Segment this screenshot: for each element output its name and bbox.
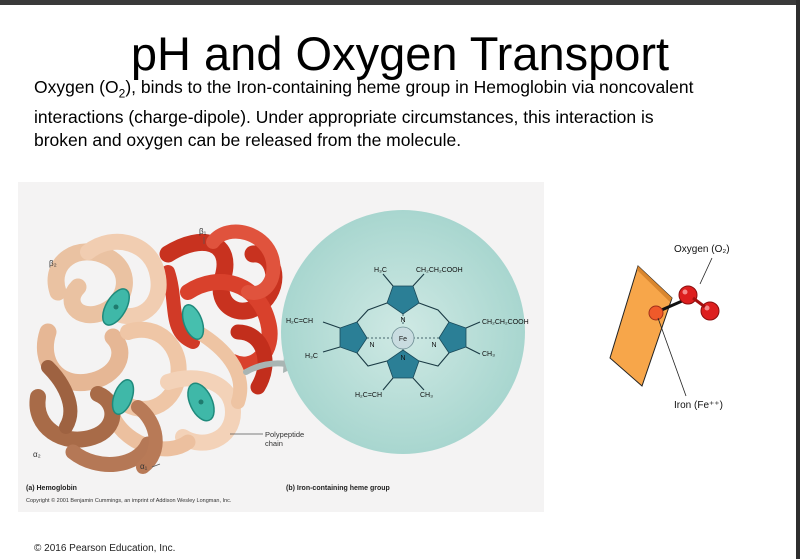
heme-top-right: CH₂CH₂COOH [416,267,463,274]
oxygen-subscript: 2 [118,86,126,101]
heme-bottom-left: H₂C=CH [355,392,382,399]
heme-left-upper: H₂C=CH [286,318,313,325]
top-border [0,0,800,5]
oxygen-label: Oxygen (O₂) [674,244,730,255]
paragraph-line-3: broken and oxygen can be released from t… [34,129,462,150]
figure-copyright: Copyright © 2001 Benjamin Cummings, an i… [26,497,232,504]
heme-fe-label: Fe [399,336,407,343]
heme-n-left: N [369,342,374,349]
heme-right-upper: CH₂CH₂COOH [482,319,529,326]
hemoglobin-figure-graphic: β₁ β₂ α₂ α₁ Polypeptide chain [26,210,529,504]
polypeptide-label-line2: chain [265,439,283,448]
paragraph-line-1: Oxygen (O2), binds to the Iron-containin… [34,76,786,106]
oxygen-binding-graphic: Oxygen (O₂) Iron (Fe⁺⁺) [609,244,730,411]
heme-top-left: H₃C [374,267,387,274]
right-border [796,0,800,559]
beta2-label: β₂ [49,259,57,268]
hemoglobin-ribbon-model: β₁ β₂ α₂ α₁ Polypeptide chain [29,224,304,474]
alpha1-label: α₁ [140,462,148,471]
heme-discs [102,288,215,422]
slide-paragraph: Oxygen (O2), binds to the Iron-containin… [34,76,786,152]
heme-left-lower: H₃C [305,353,318,360]
heme-bottom-right: CH₃ [420,392,433,399]
polypeptide-label-line1: Polypeptide [265,430,304,439]
heme-n-right: N [431,342,436,349]
caption-heme-group: (b) Iron-containing heme group [286,485,390,492]
alpha2-label: α₂ [33,450,41,459]
heme-group-diagram: Fe N N N N H₃C CH₂CH₂COOH H₂C=CH H₃C CH₂… [281,210,529,454]
heme-n-top: N [400,317,405,324]
paragraph-line-2: interactions (charge-dipole). Under appr… [34,106,654,127]
heme-plane [609,265,673,387]
hemoglobin-figure: β₁ β₂ α₂ α₁ Polypeptide chain [18,182,544,512]
zoom-arrow-icon [243,360,289,375]
slide-title: pH and Oxygen Transport [130,27,670,80]
heme-n-bottom: N [400,355,405,362]
footer-copyright: © 2016 Pearson Education, Inc. [34,543,176,554]
paragraph-line-1-end: ), binds to the Iron-containing heme gro… [125,77,694,97]
iron-atom [648,305,664,321]
paragraph-line-1-start: Oxygen (O [34,77,119,97]
oxygen-atom-1 [678,285,698,305]
oxygen-binding-diagram: Oxygen (O₂) Iron (Fe⁺⁺) [590,236,800,416]
beta1-label: β₁ [199,227,207,236]
iron-label: Iron (Fe⁺⁺) [674,400,723,411]
caption-hemoglobin: (a) Hemoglobin [26,485,77,492]
heme-right-lower: CH₃ [482,351,495,358]
